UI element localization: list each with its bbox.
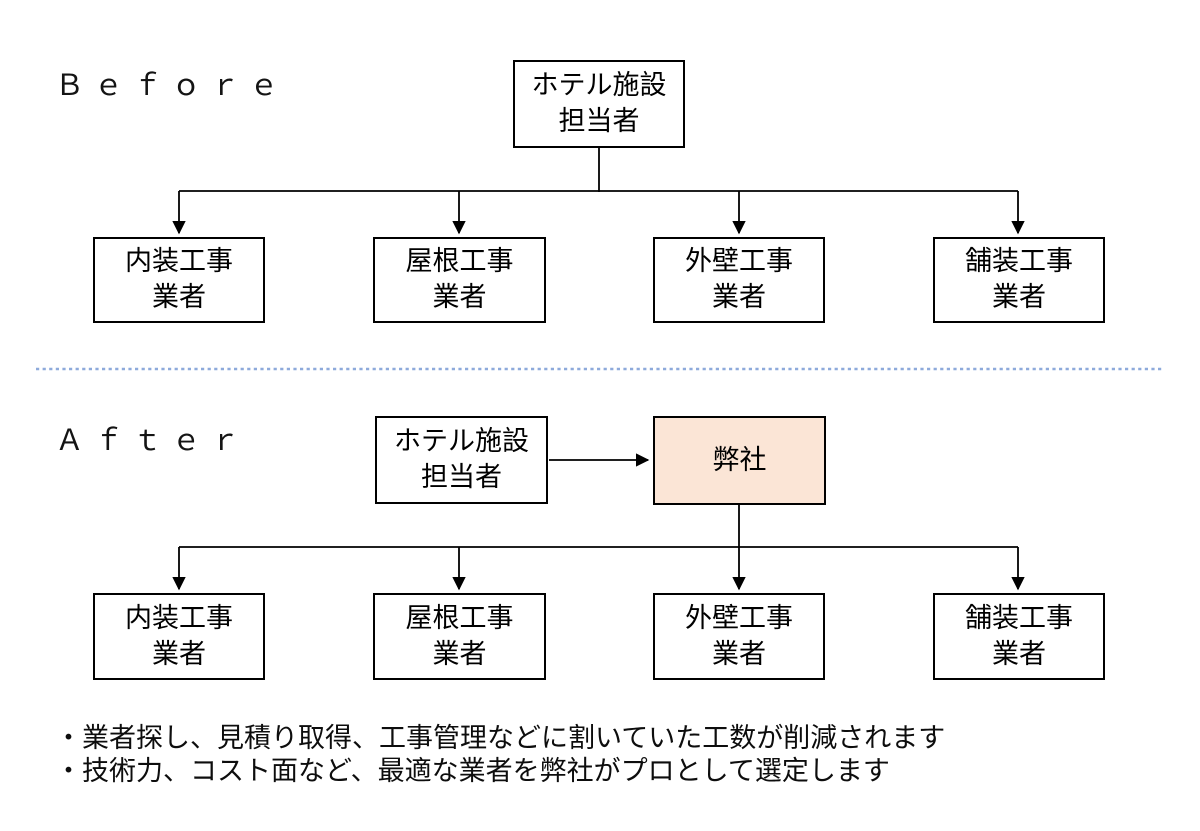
box-label-line: 担当者 [558, 106, 640, 136]
box-label-line: ホテル施設 [531, 70, 667, 101]
box-label-line: 内装工事 [125, 602, 233, 633]
after-child-box-interior: 内装工事 業者 [93, 593, 265, 680]
after-child-box-roof: 屋根工事 業者 [373, 593, 546, 680]
box-label-line: 外壁工事 [685, 246, 793, 277]
box-label-line: 屋根工事 [405, 602, 514, 633]
box-label-line: 業者 [432, 282, 487, 312]
after-child-box-paving: 舗装工事 業者 [933, 593, 1105, 680]
note-line: ・技術力、コスト面など、最適な業者を弊社がプロとして選定します [55, 756, 890, 787]
box-label-line: 業者 [992, 638, 1046, 669]
before-child-box-roof: 屋根工事 業者 [373, 237, 546, 323]
box-label-line: 内装工事 [125, 246, 233, 277]
after-connectors [172, 453, 1025, 591]
before-connectors [172, 147, 1025, 235]
after-client-box: ホテル施設 担当者 [375, 416, 548, 504]
before-root-box: ホテル施設 担当者 [513, 60, 685, 148]
box-label-line: 業者 [712, 638, 766, 669]
footer-notes: ・業者探し、見積り取得、工事管理などに割いていた工数が削減されます ・技術力、コ… [55, 722, 945, 789]
box-label-line: 屋根工事 [405, 246, 514, 277]
after-section-label: Ａｆｔｅｒ [55, 425, 250, 457]
box-label-line: 業者 [712, 282, 766, 312]
box-label-line: 業者 [152, 282, 206, 312]
note-line: ・業者探し、見積り取得、工事管理などに割いていた工数が削減されます [55, 723, 946, 753]
box-label-line: 業者 [992, 282, 1046, 312]
box-label-line: 業者 [152, 638, 206, 669]
box-label-line: 舗装工事 [965, 602, 1073, 633]
box-label-line: 外壁工事 [685, 602, 793, 633]
box-label-line: 舗装工事 [965, 246, 1073, 277]
before-child-box-exterior-wall: 外壁工事 業者 [653, 237, 825, 323]
box-label-line: 弊社 [712, 444, 767, 475]
before-child-box-interior: 内装工事 業者 [93, 237, 265, 323]
before-child-box-paving: 舗装工事 業者 [933, 237, 1105, 323]
box-label-line: ホテル施設 [394, 426, 529, 457]
before-section-label: Ｂｅｆｏｒｅ [55, 70, 289, 102]
box-label-line: 業者 [432, 638, 487, 669]
company-box: 弊社 [653, 416, 826, 505]
after-child-box-exterior-wall: 外壁工事 業者 [653, 593, 825, 680]
box-label-line: 担当者 [421, 462, 502, 492]
